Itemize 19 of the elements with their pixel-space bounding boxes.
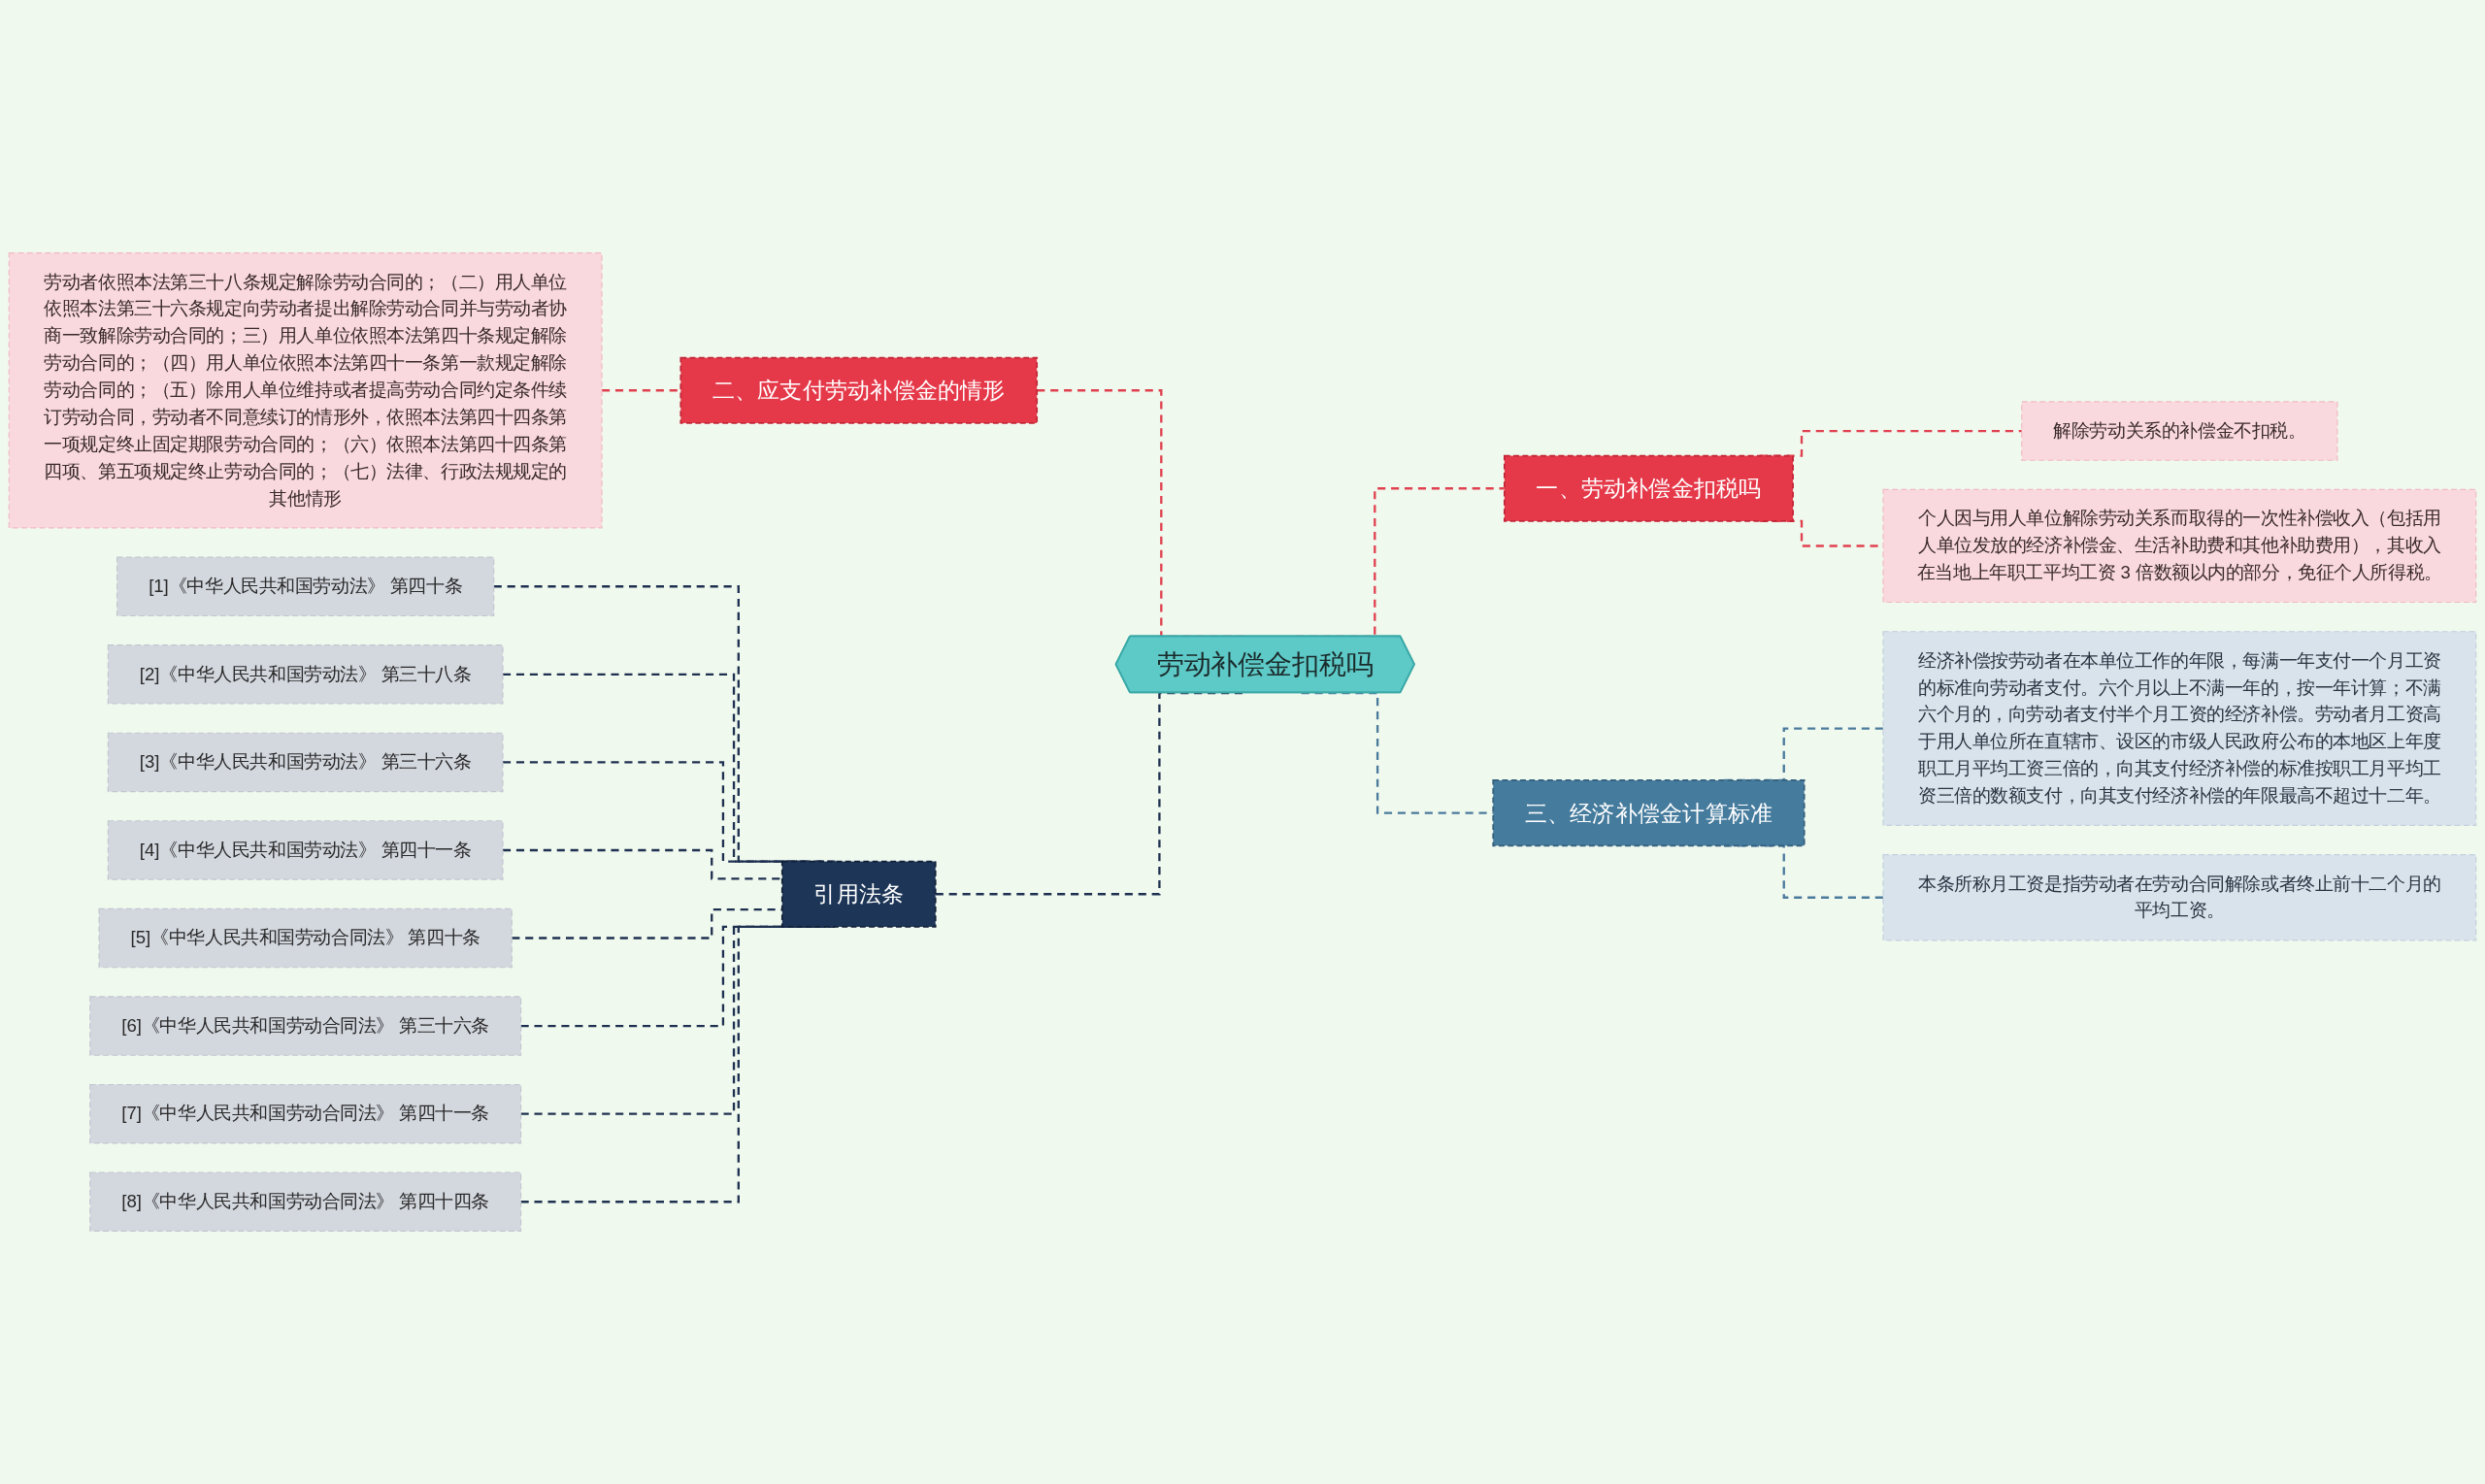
node-box: [3]《中华人民共和国劳动法》 第三十六条 <box>107 732 504 793</box>
node-box: 引用法条 <box>780 860 937 928</box>
node-box: [4]《中华人民共和国劳动法》 第四十一条 <box>107 820 504 880</box>
node-box: [2]《中华人民共和国劳动法》 第三十八条 <box>107 644 504 705</box>
node-box: 劳动者依照本法第三十八条规定解除劳动合同的；（二）用人单位依照本法第三十六条规定向劳动者提出解除劳动合同并与劳动者协商一致解除劳动合同的；三）用人单位依照本法第四十条规定解除劳动合同的；（四）用人单位依照本法第四十一条第一款规定解除劳动合同的；（五）除用人单位维持或者提高劳动合同约定条件续订劳动合同，劳动者不同意续订的情形外，依照本法第四十四条第一项规定终止固定期限劳动合同的；（六）依照本法第四十四条第四项、第五项规定终止劳动合同的；（七）法律、行政法规规定的其他情形 <box>8 252 603 529</box>
node-box: 二、应支付劳动补偿金的情形 <box>679 356 1039 424</box>
node-box: [7]《中华人民共和国劳动合同法》 第四十一条 <box>89 1083 522 1144</box>
node-box: 三、经济补偿金计算标准 <box>1492 779 1806 847</box>
node-box: [1]《中华人民共和国劳动法》 第四十条 <box>116 556 495 617</box>
node-box: 个人因与用人单位解除劳动关系而取得的一次性补偿收入（包括用人单位发放的经济补偿金、生活补助费和其他补助费用），其收入在当地上年职工平均工资 3 倍数额以内的部分，免征个人所得税。 <box>1882 488 2477 604</box>
node-box: [6]《中华人民共和国劳动合同法》 第三十六条 <box>89 996 522 1056</box>
connector <box>935 691 1242 896</box>
node-box: 解除劳动关系的补偿金不扣税。 <box>2021 401 2338 461</box>
node-box: 经济补偿按劳动者在本单位工作的年限，每满一年支付一个月工资的标准向劳动者支付。六个月以上不满一年的，按一年计算；不满六个月的，向劳动者支付半个月工资的经济补偿。劳动者月工资高于用人单位所在直辖市、设区的市级人民政府公布的本地区上年度职工月平均工资三倍的，向其支付经济补偿的标准按职工月平均工资三倍的数额支付，向其支付经济补偿的年限最高不超过十二年。 <box>1882 631 2477 826</box>
node-box: 本条所称月工资是指劳动者在劳动合同解除或者终止前十二个月的平均工资。 <box>1882 854 2477 941</box>
node-box: [5]《中华人民共和国劳动合同法》 第四十条 <box>98 907 513 969</box>
connector <box>503 848 782 880</box>
node-box: 一、劳动补偿金扣税吗 <box>1504 454 1794 522</box>
node-box: [8]《中华人民共和国劳动合同法》 第四十四条 <box>89 1171 522 1232</box>
